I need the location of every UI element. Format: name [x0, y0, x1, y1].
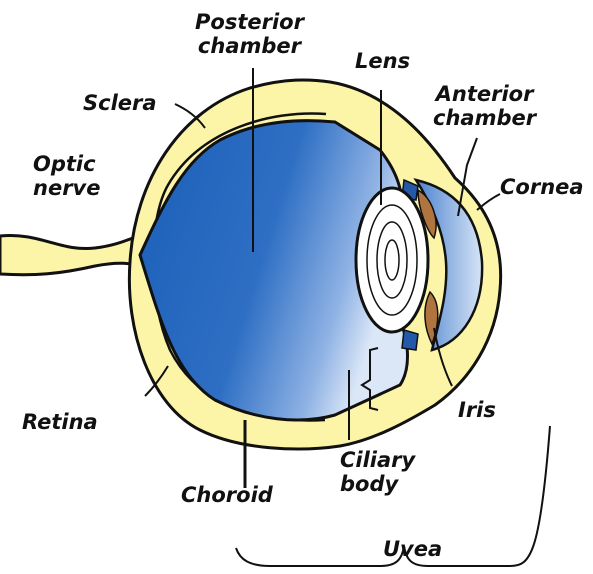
label-optic-nerve: Optic nerve [33, 152, 100, 200]
label-anterior-chamber: Anterior chamber [433, 82, 536, 130]
label-cornea: Cornea [500, 175, 584, 199]
label-retina: Retina [22, 410, 98, 434]
label-sclera: Sclera [83, 91, 157, 115]
label-choroid: Choroid [181, 483, 273, 507]
label-posterior-chamber: Posterior chamber [195, 10, 304, 58]
optic-nerve-shape [0, 232, 150, 275]
ciliary-lower-shape [402, 330, 418, 350]
label-lens: Lens [355, 49, 410, 73]
label-uvea: Uvea [383, 537, 442, 561]
label-iris: Iris [458, 398, 496, 422]
cornea-leader [477, 194, 500, 210]
label-ciliary-body: Ciliary body [340, 448, 415, 496]
